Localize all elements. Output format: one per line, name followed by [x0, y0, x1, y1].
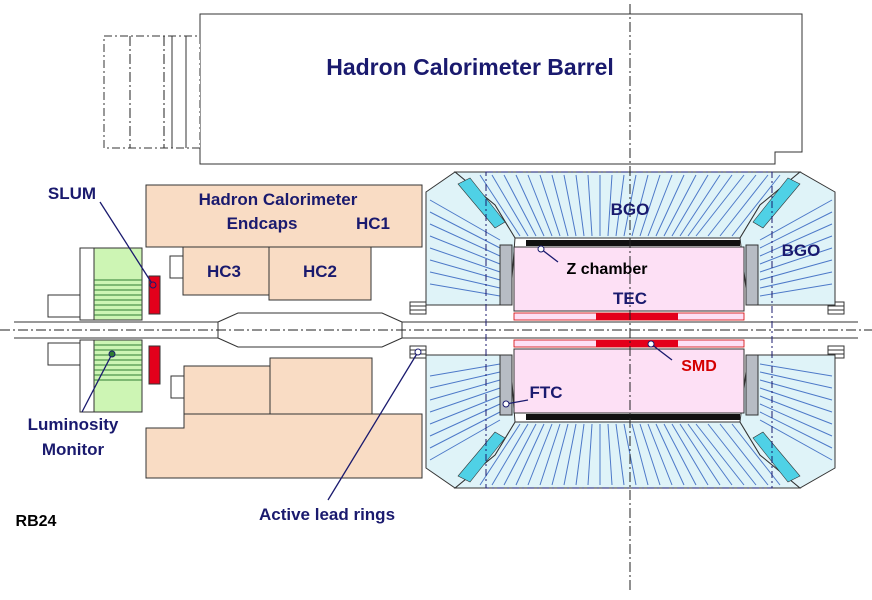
label-hc3: HC3: [207, 262, 241, 281]
inner-tracker: [499, 240, 759, 420]
label-ftc: FTC: [529, 383, 562, 402]
label-rb24: RB24: [16, 513, 57, 530]
label-bgo-right: BGO: [782, 241, 821, 260]
label-smd: SMD: [681, 358, 717, 375]
label-hc2: HC2: [303, 262, 337, 281]
hcal-endcaps-lower: [145, 357, 423, 479]
label-slum: SLUM: [48, 184, 96, 203]
bgo-envelope: [485, 171, 773, 489]
hcal-barrel: [103, 13, 803, 165]
beam-pipe: [0, 312, 872, 348]
label-tec: TEC: [613, 289, 647, 308]
luminosity-monitor-lower: [47, 339, 143, 413]
slum-bar-upper: [148, 275, 161, 315]
hcal-endcaps-upper: [145, 184, 423, 301]
label-luminosity-line2: Monitor: [42, 440, 105, 459]
label-hc1: HC1: [356, 214, 390, 233]
leader-lines: [81, 201, 673, 501]
label-bgo-top: BGO: [611, 200, 650, 219]
label-active-lead-rings: Active lead rings: [259, 505, 395, 524]
label-hcal-endcaps-line1: Hadron Calorimeter: [199, 190, 358, 209]
luminosity-monitor-upper: [47, 247, 143, 321]
label-luminosity-line1: Luminosity: [28, 415, 119, 434]
label-hcal-barrel: Hadron Calorimeter Barrel: [326, 54, 614, 80]
bgo-calorimeter: [425, 171, 836, 489]
label-z-chamber: Z chamber: [567, 261, 648, 278]
slum-bar-lower: [148, 345, 161, 385]
label-hcal-endcaps-line2: Endcaps: [227, 214, 298, 233]
